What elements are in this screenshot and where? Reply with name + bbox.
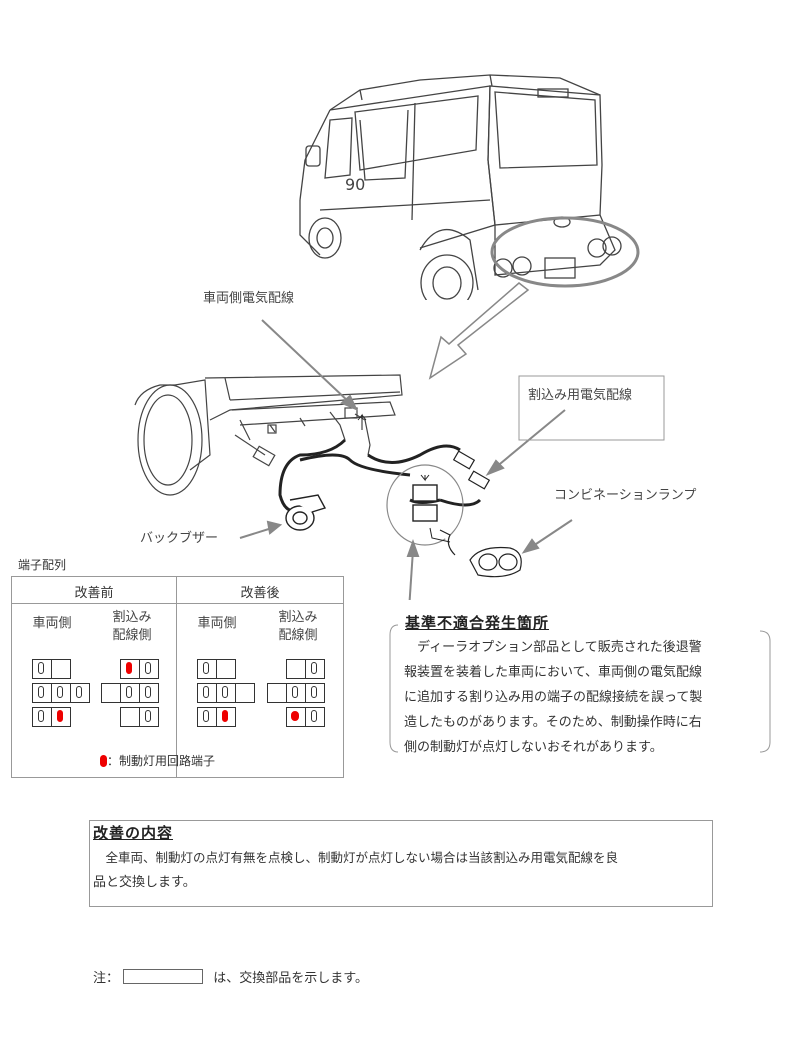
svg-text:90: 90 [345, 175, 365, 194]
after-vehicle-connector [197, 659, 257, 729]
terminal-table: 改善前 改善後 車両側 割込み配線側 車両側 割込み配線側 [11, 576, 344, 778]
replacement-part-swatch [123, 969, 204, 984]
defect-box-frame [389, 624, 771, 753]
before-branch-connector [101, 659, 170, 729]
terminal-legend: ：制動灯用回路端子 [100, 752, 215, 769]
zoom-arrow [428, 282, 530, 380]
improvement-heading: 改善の内容 [93, 824, 174, 842]
note-suffix: は、交換部品を示します。 [213, 971, 368, 986]
vehicle-wiring-label: 車両側電気配線 [203, 291, 295, 306]
before-vehicle-connector [32, 659, 92, 729]
improvement-line: 品と交換します。 [93, 875, 196, 890]
back-buzzer-label: バックブザー [140, 531, 219, 546]
after-header: 改善後 [240, 586, 280, 601]
defect-line: に追加する割り込み用の端子の配線接続を誤って製 [404, 690, 703, 705]
after-vehicle-side: 車両側 [197, 616, 237, 631]
improvement-line: 全車両、制動灯の点灯有無を点検し、制動灯が点灯しない場合は当該割込み用電気配線を… [93, 850, 619, 865]
defect-text: ディーラオプション部品として販売された後退警 報装置を装着した車両において、車両… [404, 635, 766, 760]
brake-terminal-icon [100, 755, 107, 767]
vehicle-rear-illustration: 90 [299, 74, 640, 300]
defect-heading: 基準不適合発生箇所 [405, 614, 550, 632]
before-branch-side: 割込み配線側 [112, 610, 152, 643]
defect-line: 側の制動灯が点灯しないおそれがあります。 [404, 740, 663, 755]
combination-lamp-label: コンビネーションランプ [554, 488, 697, 503]
before-header: 改善前 [74, 586, 114, 601]
note: 注： は、交換部品を示します。 [93, 967, 368, 986]
defect-line: ディーラオプション部品として販売された後退警 [404, 640, 702, 655]
branch-wiring-label: 割込み用電気配線 [528, 388, 633, 403]
improvement-text: 全車両、制動灯の点灯有無を点検し、制動灯が点灯しない場合は当該割込み用電気配線を… [93, 845, 709, 895]
after-branch-connector [267, 659, 336, 729]
before-vehicle-side: 車両側 [32, 616, 72, 631]
after-branch-side: 割込み配線側 [278, 610, 318, 643]
defect-line: 報装置を装着した車両において、車両側の電気配線 [404, 665, 702, 680]
defect-line: 造したものがあります。そのため、制動操作時に右 [404, 715, 702, 730]
terminal-table-title: 端子配列 [18, 558, 67, 572]
note-prefix: 注： [93, 971, 120, 986]
improvement-box: 改善の内容 全車両、制動灯の点灯有無を点検し、制動灯が点灯しない場合は当該割込み… [89, 820, 713, 907]
wiring-illustration [134, 319, 665, 600]
